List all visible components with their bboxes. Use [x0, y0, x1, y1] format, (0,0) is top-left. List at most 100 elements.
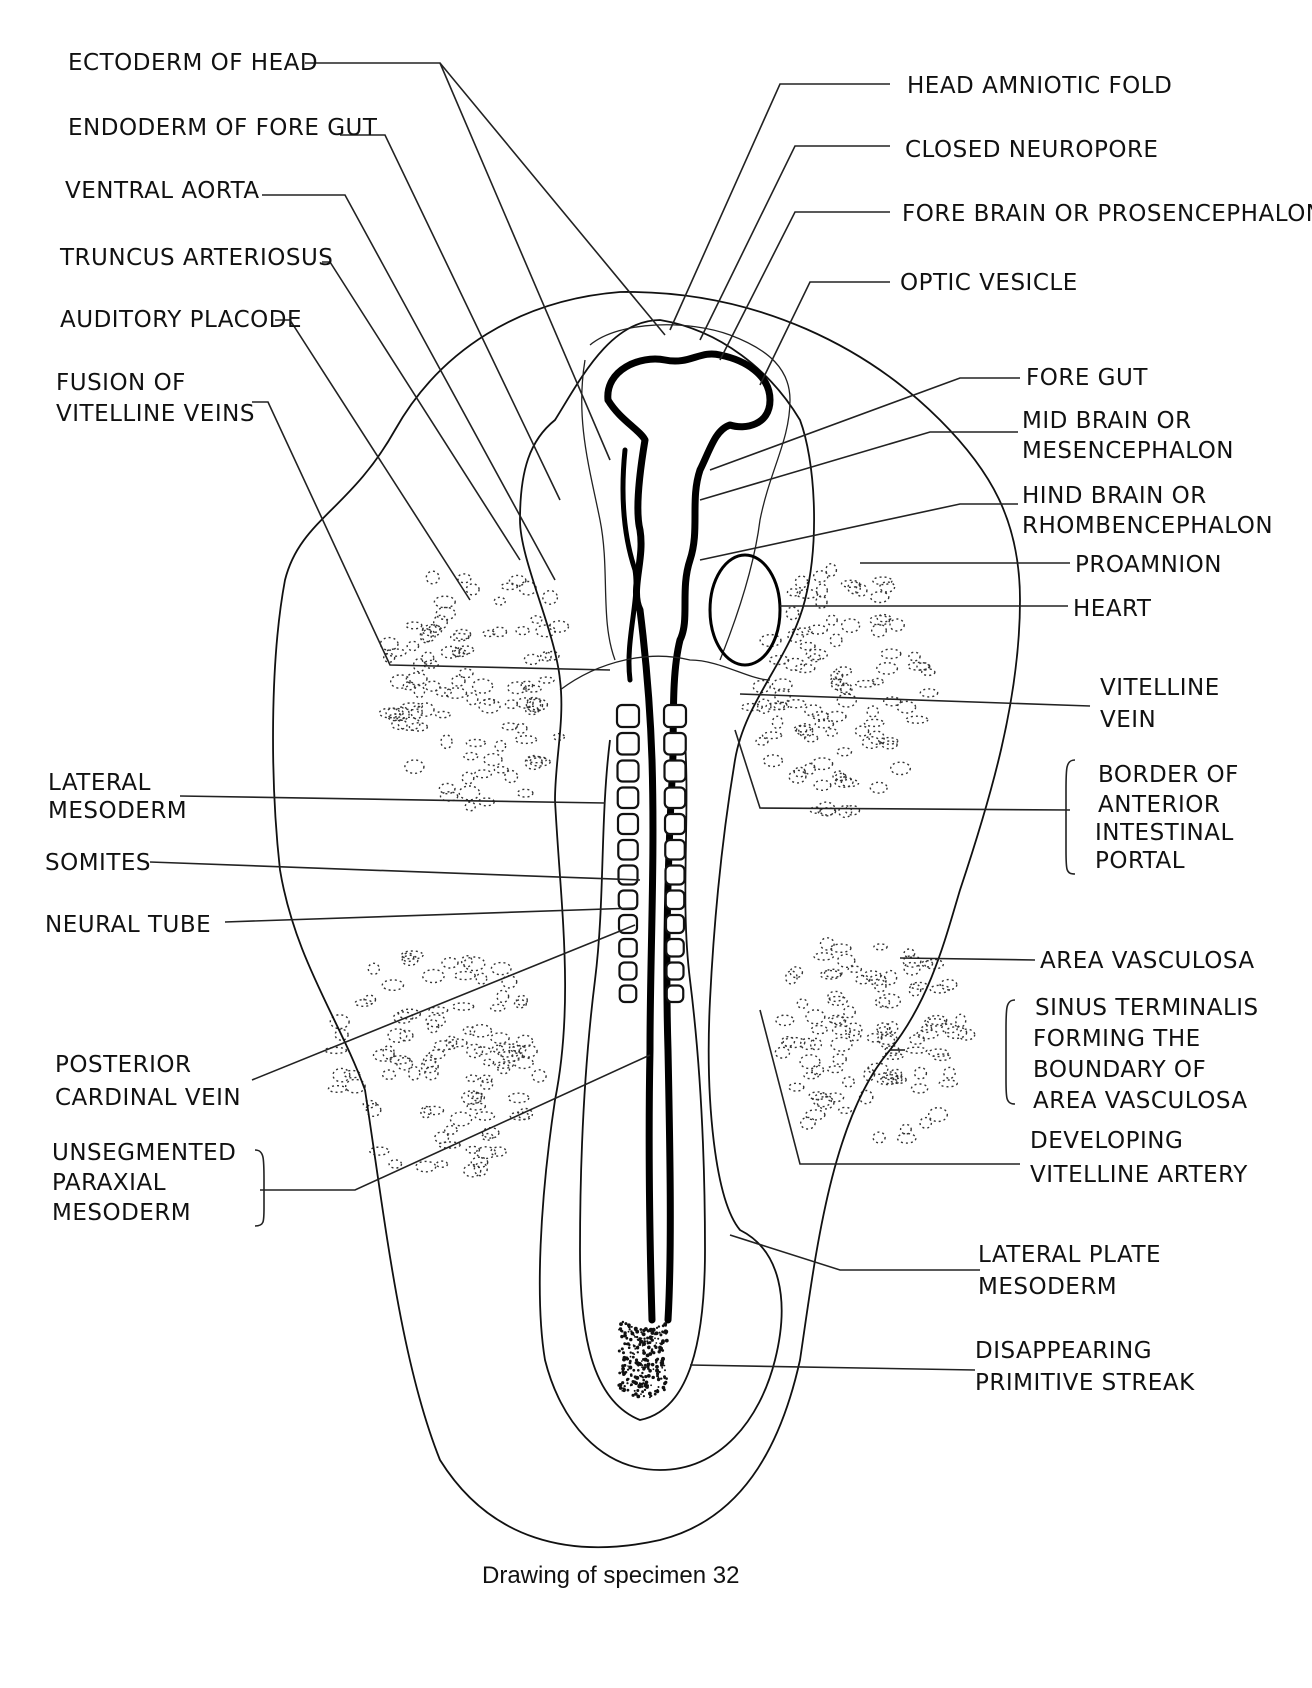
- vasculosa-cell: [427, 1018, 440, 1034]
- vasculosa-cell: [762, 754, 784, 768]
- vasculosa-cell: [433, 595, 456, 609]
- vasculosa-cell: [528, 757, 551, 767]
- vasculosa-cell: [489, 1032, 510, 1045]
- vasculosa-cell: [796, 998, 809, 1009]
- vasculosa-cell: [343, 1069, 361, 1079]
- streak-dot: [654, 1337, 656, 1340]
- somite: [665, 961, 685, 981]
- streak-dot: [642, 1358, 645, 1361]
- streak-dot: [643, 1341, 646, 1343]
- vasculosa-cell: [434, 1131, 450, 1144]
- vasculosa-cell: [813, 779, 832, 791]
- vasculosa-cell: [919, 688, 939, 698]
- label-head-amniotic-fold: HEAD AMNIOTIC FOLD: [907, 73, 1172, 99]
- vasculosa-cell: [449, 1111, 473, 1127]
- label-lateral-plate-mesoderm-2: MESODERM: [978, 1274, 1117, 1300]
- streak-dot: [626, 1368, 630, 1371]
- streak-dot: [618, 1327, 623, 1331]
- vasculosa-cell: [794, 575, 809, 589]
- vasculosa-cell: [525, 755, 548, 764]
- vasculosa-cell: [421, 624, 443, 637]
- heart: [708, 553, 782, 667]
- streak-dot: [663, 1376, 666, 1380]
- streak-dot: [644, 1363, 647, 1367]
- label-endoderm-of-fore-gut: ENDODERM OF FORE GUT: [68, 115, 378, 141]
- label-truncus-arteriosus: TRUNCUS ARTERIOSUS: [59, 245, 333, 271]
- vasculosa-cell: [826, 614, 838, 626]
- label-border-anterior-intestinal-portal-1: BORDER OF: [1098, 762, 1239, 788]
- streak-dot: [635, 1335, 639, 1339]
- vasculosa-cell: [440, 734, 453, 750]
- vasculosa-cell: [873, 943, 888, 951]
- streak-dot: [621, 1320, 625, 1324]
- vasculosa-cell: [531, 1069, 547, 1083]
- vasculosa-cell: [390, 719, 408, 731]
- vasculosa-cell: [496, 989, 510, 1004]
- vasculosa-cell: [823, 968, 843, 978]
- vasculosa-cell: [812, 1092, 833, 1108]
- label-sinus-terminalis-4: AREA VASCULOSA: [1033, 1088, 1248, 1114]
- vasculosa-cell: [795, 724, 808, 736]
- label-posterior-cardinal-vein-2: CARDINAL VEIN: [55, 1085, 241, 1111]
- streak-dot: [636, 1394, 641, 1399]
- vasculosa-cell: [465, 738, 487, 748]
- vasculosa-cell: [472, 1092, 486, 1102]
- streak-dot: [639, 1339, 644, 1344]
- vasculosa-cell: [916, 1028, 939, 1040]
- vasculosa-cell: [869, 781, 888, 794]
- streak-dot: [642, 1351, 646, 1355]
- vasculosa-cell: [519, 1044, 538, 1058]
- streak-dot: [661, 1330, 664, 1334]
- vasculosa-cell: [929, 984, 951, 994]
- streak-dot: [641, 1364, 644, 1367]
- vasculosa-cell: [836, 693, 857, 708]
- streak-dot: [648, 1396, 651, 1399]
- vasculosa-cell: [523, 684, 542, 693]
- streak-dot: [649, 1330, 652, 1333]
- vasculosa-cell: [473, 1046, 492, 1056]
- streak-dot: [617, 1349, 621, 1353]
- vasculosa-cell: [836, 953, 856, 968]
- vasculosa-cell: [398, 1029, 414, 1042]
- label-lateral-mesoderm-1: LATERAL: [48, 770, 151, 796]
- vasculosa-cell: [832, 770, 845, 782]
- vasculosa-cell: [388, 1055, 411, 1065]
- vasculosa-cell: [805, 648, 828, 661]
- blastoderm-outline: [272, 291, 1021, 1549]
- vasculosa-cell: [878, 993, 902, 1009]
- vasculosa-cell: [415, 1160, 437, 1173]
- vasculosa-cell: [793, 725, 812, 733]
- streak-dot: [641, 1366, 643, 1368]
- vasculosa-cell: [448, 1038, 468, 1048]
- streak-dot: [623, 1331, 627, 1335]
- vasculosa-cell: [889, 1068, 903, 1080]
- label-border-anterior-intestinal-portal-3: INTESTINAL: [1095, 820, 1234, 846]
- vasculosa-cell: [365, 1102, 382, 1117]
- vasculosa-cell: [834, 776, 854, 788]
- vasculosa-cell: [466, 1043, 484, 1059]
- vasculosa-cell: [794, 663, 816, 674]
- vasculosa-cell: [927, 1048, 949, 1058]
- vasculosa-cell: [869, 590, 890, 604]
- vasculosa-cell: [464, 801, 476, 812]
- vasculosa-cell: [793, 766, 806, 778]
- somite: [617, 864, 639, 886]
- vasculosa-cell: [428, 1049, 446, 1060]
- streak-dot: [663, 1381, 667, 1386]
- streak-dot: [655, 1361, 658, 1364]
- vasculosa-cell: [381, 979, 405, 991]
- streak-dot: [640, 1331, 643, 1334]
- streak-dot: [618, 1383, 623, 1387]
- somite: [616, 786, 640, 810]
- vasculosa-cell: [437, 1141, 461, 1149]
- vasculosa-cell: [514, 735, 538, 745]
- vasculosa-cell: [490, 1146, 507, 1157]
- streak-dot: [636, 1351, 639, 1354]
- somite: [618, 937, 638, 958]
- vasculosa-cell: [489, 1003, 506, 1012]
- streak-dot: [653, 1392, 657, 1396]
- vasculosa-cell: [405, 621, 423, 630]
- vasculosa-cell: [389, 674, 411, 689]
- vasculosa-cell: [848, 1029, 862, 1042]
- streak-dot: [657, 1325, 661, 1328]
